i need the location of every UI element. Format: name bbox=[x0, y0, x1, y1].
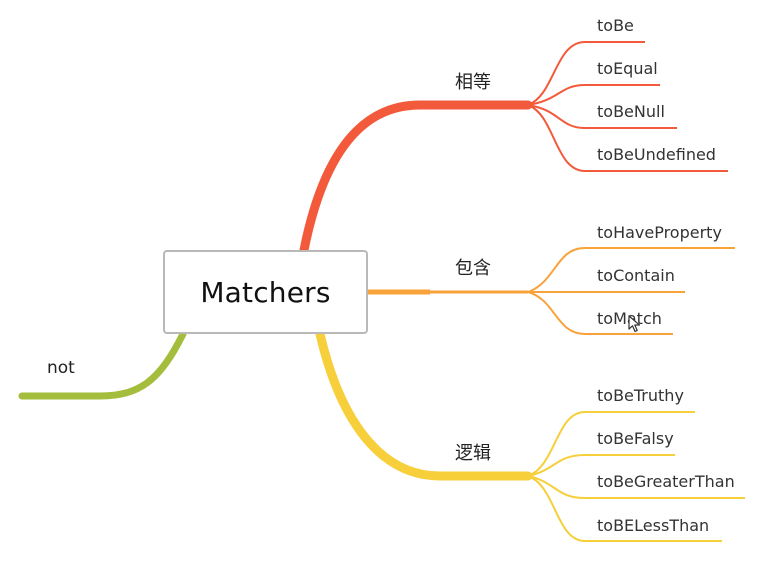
branch-label-contain[interactable]: 包含 bbox=[455, 258, 491, 279]
leaf-toBELessThan[interactable]: toBELessThan bbox=[597, 516, 710, 535]
mouse-pointer-icon bbox=[628, 315, 641, 333]
leaf-toEqual[interactable]: toEqual bbox=[597, 59, 658, 78]
branch-connector-not bbox=[18, 330, 187, 400]
branch-label-logic[interactable]: 逻辑 bbox=[455, 443, 491, 464]
leaf-toContain[interactable]: toContain bbox=[597, 266, 675, 285]
leaf-connectors-logic bbox=[527, 411, 745, 542]
leaf-connectors-equal bbox=[527, 41, 728, 172]
leaf-toBeTruthy[interactable]: toBeTruthy bbox=[597, 386, 684, 405]
leaf-toBeNull[interactable]: toBeNull bbox=[597, 102, 665, 121]
leaf-toBeUndefined[interactable]: toBeUndefined bbox=[597, 145, 716, 164]
branch-connector-logic bbox=[315, 329, 533, 481]
branch-connector-equal bbox=[299, 100, 533, 255]
leaf-toBe[interactable]: toBe bbox=[597, 16, 634, 35]
branch-label-not[interactable]: not bbox=[47, 358, 75, 378]
central-topic-label: Matchers bbox=[200, 275, 331, 309]
branch-label-equal[interactable]: 相等 bbox=[455, 72, 491, 93]
leaf-toBeFalsy[interactable]: toBeFalsy bbox=[597, 429, 674, 448]
leaf-toHaveProperty[interactable]: toHaveProperty bbox=[597, 223, 722, 242]
central-topic-box[interactable]: Matchers bbox=[163, 250, 368, 334]
leaf-connectors-contain bbox=[527, 247, 735, 335]
leaf-toBeGreaterThan[interactable]: toBeGreaterThan bbox=[597, 472, 735, 491]
